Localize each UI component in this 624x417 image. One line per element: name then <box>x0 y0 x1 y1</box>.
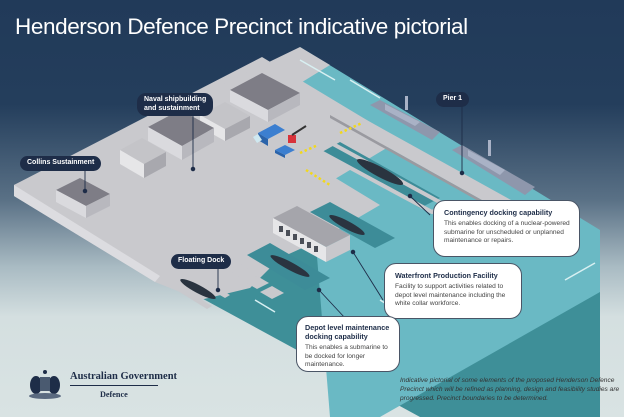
safety-barriers <box>299 121 363 187</box>
callout-waterfront-production: Waterfront Production Facility Facility … <box>384 263 522 319</box>
label-naval-line2: and sustainment <box>144 104 200 112</box>
callout-contingency-docking: Contingency docking capability This enab… <box>433 200 580 257</box>
finger-jetties <box>228 264 284 299</box>
frigate-1 <box>370 96 440 140</box>
department-name: Defence <box>100 390 128 399</box>
callout-depot-maintenance: Depot level maintenance docking capabili… <box>296 316 400 372</box>
label-floating-dock: Floating Dock <box>171 254 232 269</box>
callout-heading: Waterfront Production Facility <box>395 271 498 280</box>
floating-dock-pontoon-2 <box>165 280 212 309</box>
frigate-2 <box>452 140 535 195</box>
containers <box>275 145 295 158</box>
submarine-depot-2 <box>329 214 365 236</box>
callout-body: This enables docking of a nuclear-powere… <box>444 220 570 245</box>
government-name: Australian Government <box>70 371 178 382</box>
label-naval-line1: Naval shipbuilding <box>144 96 207 103</box>
callout-heading: Contingency docking capability <box>444 208 553 217</box>
building-waterfront-production <box>273 206 350 262</box>
coat-of-arms-icon <box>29 370 61 399</box>
callout-body: Facility to support activities related t… <box>395 283 506 308</box>
page-title: Henderson Defence Precinct indicative pi… <box>15 14 468 39</box>
label-naval-shipbuilding: Naval shipbuilding and sustainment <box>137 93 214 116</box>
truck <box>253 124 285 146</box>
logo-divider <box>70 385 158 386</box>
submarine-floating-dock <box>180 278 216 300</box>
building-warehouse-mid <box>120 138 166 178</box>
land-side <box>14 185 160 282</box>
building-naval-shed-mid <box>148 110 214 160</box>
disclaimer-text: Indicative pictorial of some elements of… <box>400 377 620 403</box>
callout-body: This enables a submarine to be docked fo… <box>305 344 388 369</box>
pier-1 <box>330 108 520 213</box>
crane <box>288 125 307 143</box>
submarine-depot <box>270 255 310 277</box>
label-pier-1: Pier 1 <box>436 92 470 107</box>
submarine-contingency <box>356 159 404 185</box>
label-collins-sustainment: Collins Sustainment <box>20 156 102 171</box>
callout-heading: Depot level maintenance docking capabili… <box>305 323 390 341</box>
building-naval-shed-large <box>230 73 300 122</box>
